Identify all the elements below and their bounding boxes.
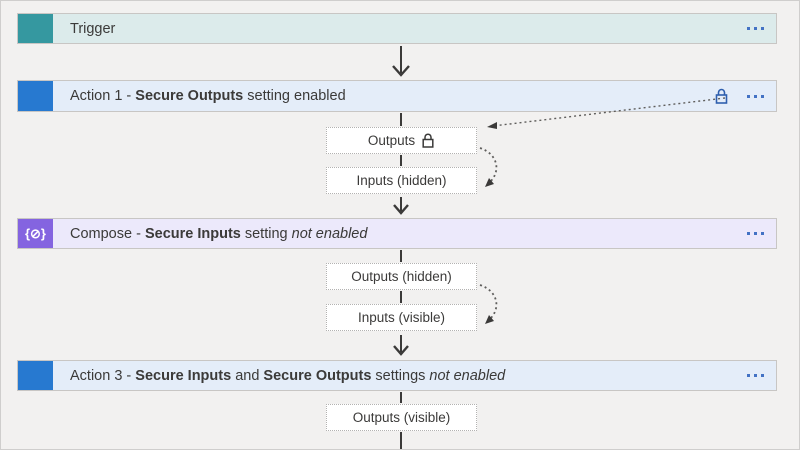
action1-node[interactable]: Action 1 - Secure Outputs setting enable… bbox=[17, 80, 777, 112]
more-options-icon[interactable] bbox=[747, 27, 764, 30]
compose-outputs-box: Outputs (hidden) bbox=[326, 263, 477, 290]
more-options-icon[interactable] bbox=[747, 94, 764, 98]
action1-inputs-box: Inputs (hidden) bbox=[326, 167, 477, 194]
compose-label: Compose - Secure Inputs setting not enab… bbox=[70, 225, 368, 242]
action3-outputs-label: Outputs (visible) bbox=[352, 410, 451, 425]
arrow-to-action3 bbox=[393, 335, 409, 356]
action1-outputs-box: Outputs bbox=[326, 127, 477, 154]
compose-inputs-box: Inputs (visible) bbox=[326, 304, 477, 331]
compose-inputs-label: Inputs (visible) bbox=[357, 310, 446, 325]
trigger-node[interactable]: Trigger bbox=[17, 13, 777, 44]
action3-node[interactable]: Action 3 - Secure Inputs and Secure Outp… bbox=[17, 360, 777, 391]
action1-outputs-label: Outputs bbox=[367, 133, 416, 148]
action1-inputs-label: Inputs (hidden) bbox=[356, 173, 447, 188]
trigger-icon bbox=[18, 14, 53, 43]
lock-icon bbox=[421, 133, 435, 149]
action1-label: Action 1 - Secure Outputs setting enable… bbox=[70, 88, 346, 104]
arrow-trigger-to-action1 bbox=[392, 46, 410, 77]
arrow-to-compose bbox=[393, 197, 409, 215]
action1-icon bbox=[18, 81, 53, 111]
more-options-icon[interactable] bbox=[747, 232, 764, 235]
compose-icon: {⊘} bbox=[18, 219, 53, 248]
compose-outputs-label: Outputs (hidden) bbox=[351, 269, 452, 284]
dotted-curve-outputs-hidden-to-inputs-visible bbox=[479, 284, 498, 324]
action3-label: Action 3 - Secure Inputs and Secure Outp… bbox=[70, 367, 506, 384]
more-options-icon[interactable] bbox=[747, 374, 764, 377]
dotted-curve-outputs-to-inputs-hidden bbox=[479, 147, 498, 187]
trigger-label: Trigger bbox=[70, 20, 116, 37]
action3-icon bbox=[18, 361, 53, 390]
compose-node[interactable]: {⊘} Compose - Secure Inputs setting not … bbox=[17, 218, 777, 249]
lock-icon bbox=[714, 88, 729, 105]
action3-outputs-box: Outputs (visible) bbox=[326, 404, 477, 431]
